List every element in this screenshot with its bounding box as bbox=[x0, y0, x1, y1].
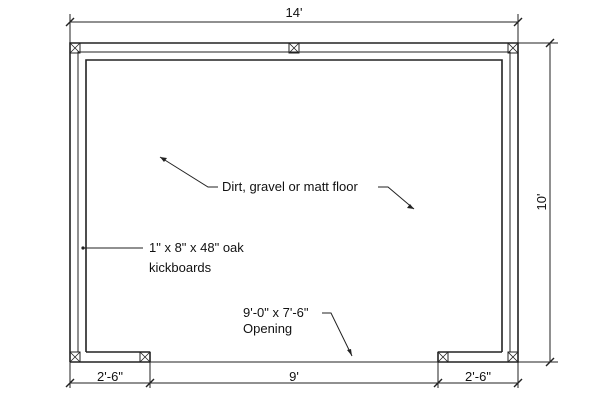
kickboards-leader-dot bbox=[81, 246, 85, 250]
right-segment-label: 2'-6" bbox=[465, 369, 491, 384]
post-bottom-left bbox=[69, 351, 81, 363]
opening-leader-arrowhead bbox=[347, 349, 352, 356]
bottom-dimensions: 2'-6" 9' 2'-6" bbox=[65, 352, 523, 388]
post-top-left bbox=[69, 42, 81, 54]
floor-leader-arrowhead-right bbox=[407, 204, 414, 209]
kickboards-annotation: 1" x 8" x 48" oak kickboards bbox=[81, 240, 244, 275]
floor-leader-arrowhead-left bbox=[160, 157, 167, 162]
posts bbox=[69, 42, 519, 363]
kickboards-label-line2: kickboards bbox=[149, 260, 212, 275]
overall-width-label: 14' bbox=[286, 5, 303, 20]
right-dimension: 10' bbox=[518, 38, 558, 367]
floor-label: Dirt, gravel or matt floor bbox=[222, 179, 358, 194]
post-top-middle bbox=[288, 42, 300, 54]
top-dimension: 14' bbox=[65, 5, 523, 44]
overall-depth-label: 10' bbox=[534, 194, 549, 211]
post-door-right bbox=[437, 351, 449, 363]
opening-label-line2: Opening bbox=[243, 321, 292, 336]
opening-annotation: 9'-0" x 7'-6" Opening bbox=[243, 305, 353, 357]
opening-label-line1: 9'-0" x 7'-6" bbox=[243, 305, 309, 320]
post-bottom-right bbox=[507, 351, 519, 363]
left-segment-label: 2'-6" bbox=[97, 369, 123, 384]
post-door-left bbox=[139, 351, 151, 363]
kickboards-label-line1: 1" x 8" x 48" oak bbox=[149, 240, 244, 255]
opening-width-label: 9' bbox=[289, 369, 299, 384]
post-top-right bbox=[507, 42, 519, 54]
floor-annotation: Dirt, gravel or matt floor bbox=[159, 156, 415, 210]
